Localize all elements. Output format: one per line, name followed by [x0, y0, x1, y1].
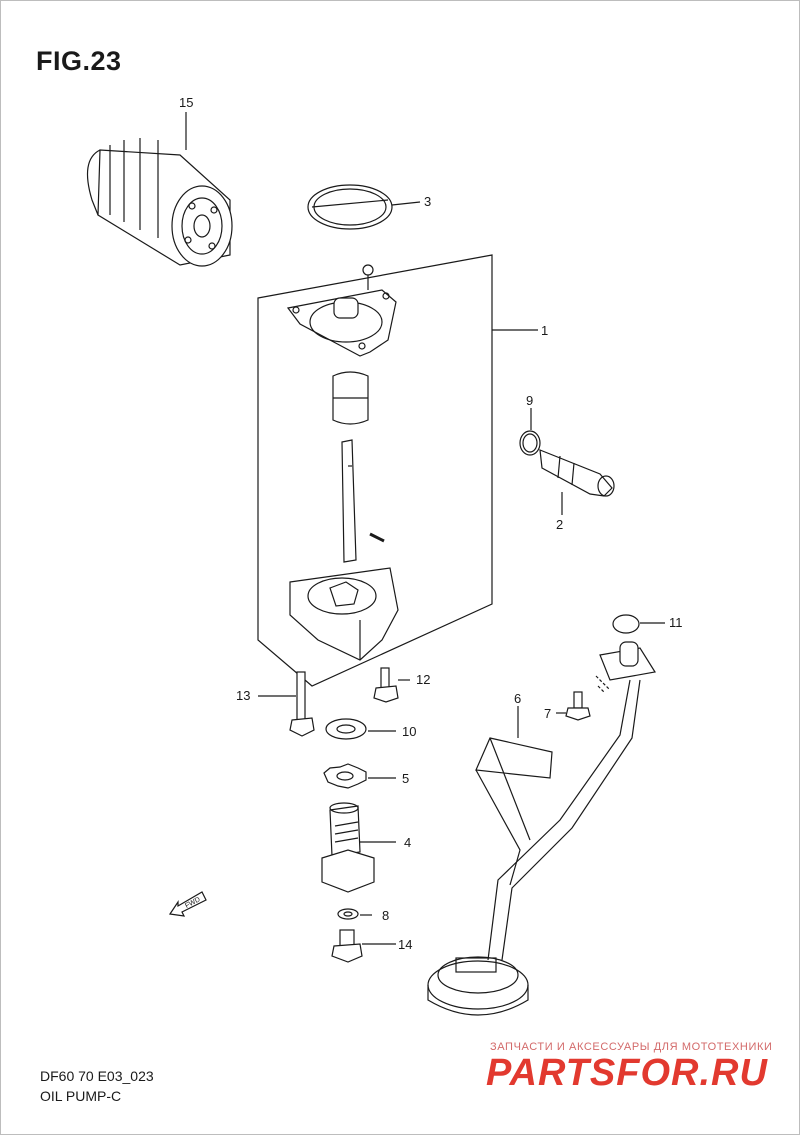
pump-rotor-part: [332, 371, 369, 425]
drain-gasket-part: [337, 908, 372, 920]
callout-11: 11: [669, 615, 683, 630]
callout-15: 15: [179, 95, 194, 110]
callout-1: 1: [541, 323, 549, 338]
forward-arrow-icon: FWD: [168, 891, 207, 917]
union-bolt-part: [321, 802, 396, 893]
forward-arrow-label: FWD: [184, 896, 201, 910]
callout-7: 7: [544, 706, 552, 721]
callout-14: 14: [398, 937, 413, 952]
pump-bolt-13-part: [258, 671, 315, 737]
pump-cover-part: [286, 264, 397, 357]
callout-8: 8: [382, 908, 390, 923]
pump-shaft-part: [341, 439, 385, 563]
relief-valve-part: [519, 408, 615, 515]
callout-10: 10: [402, 724, 417, 739]
washer-part: [325, 718, 396, 740]
callout-2: 2: [556, 517, 564, 532]
callout-4: 4: [404, 835, 412, 850]
callout-6: 6: [514, 691, 522, 706]
diagram-code: DF60 70 E03_023: [40, 1068, 154, 1084]
oil-filter-part: [86, 112, 233, 267]
watermark-tagline: ЗАПЧАСТИ И АКСЕССУАРЫ ДЛЯ МОТОТЕХНИКИ: [490, 1041, 773, 1053]
oil-pump-assembly-outline: [257, 254, 493, 687]
pickup-o-ring-part: [612, 614, 665, 634]
callout-5: 5: [402, 771, 410, 786]
o-ring-part: [307, 184, 421, 230]
callout-3: 3: [424, 194, 432, 209]
callout-9: 9: [526, 393, 534, 408]
diagram-caption: OIL PUMP-C: [40, 1088, 122, 1104]
callout-13: 13: [236, 688, 251, 703]
watermark-brand: PARTSFOR.RU: [486, 1052, 768, 1094]
callout-12: 12: [416, 672, 431, 687]
strainer-bolt-part: [556, 675, 611, 721]
lock-washer-part: [323, 763, 396, 789]
pump-bolt-12-part: [373, 667, 410, 703]
figure-title: FIG.23: [36, 46, 122, 76]
oil-strainer-part: [427, 641, 656, 1016]
drain-bolt-part: [331, 929, 396, 963]
pump-body-part: [289, 567, 399, 661]
